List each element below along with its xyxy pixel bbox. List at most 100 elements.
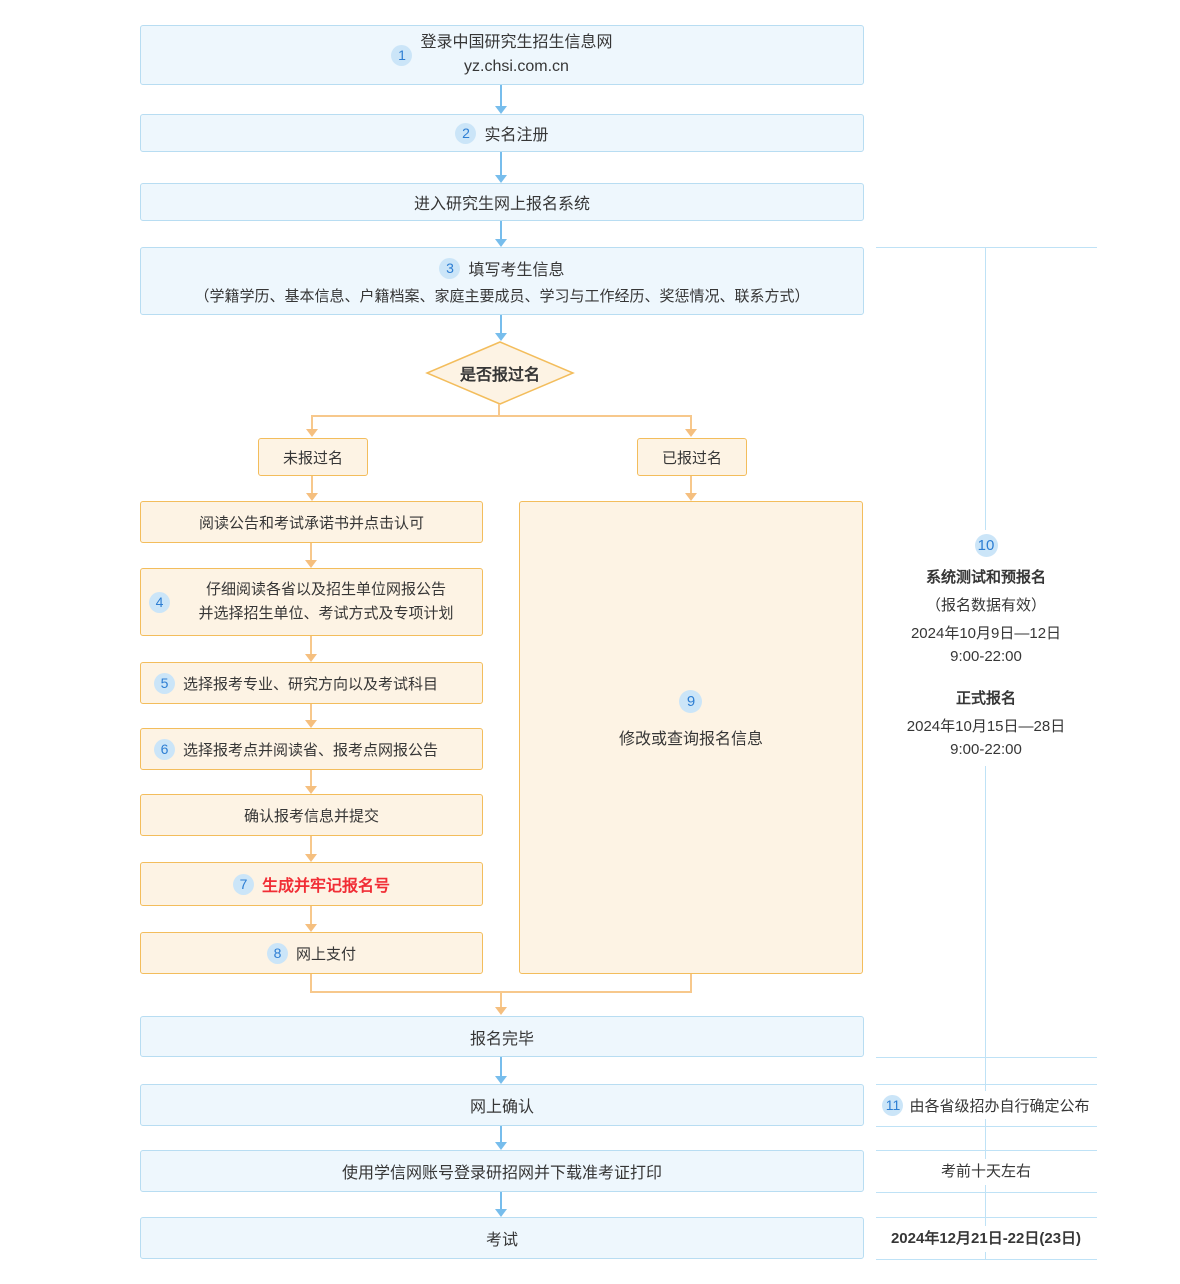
step4-badge: 4 xyxy=(149,591,170,613)
step1-line2: yz.chsi.com.cn xyxy=(464,58,569,75)
arrow-line-13 xyxy=(500,1192,502,1210)
step9-badge: 9 xyxy=(679,690,703,713)
arrow-head-no xyxy=(306,493,318,501)
branch-left-head xyxy=(306,429,318,437)
step10-note1: （报名数据有效） xyxy=(925,597,1046,614)
arrow-head-4 xyxy=(495,333,507,341)
step8-badge: 8 xyxy=(266,942,288,964)
arrow-line-4 xyxy=(500,315,502,334)
arrow-line-11 xyxy=(500,1057,502,1077)
step1-text: 登录中国研究生招生信息网 yz.chsi.com.cn xyxy=(420,31,612,79)
box-step4: 4 仔细阅读各省以及招生单位网报公告 并选择招生单位、考试方式及专项计划 xyxy=(140,568,483,636)
arrow-line-5 xyxy=(310,543,312,561)
arrow-head-7 xyxy=(305,720,317,728)
box-enter-system: 进入研究生网上报名系统 xyxy=(140,183,864,221)
box-step8: 8 网上支付 xyxy=(140,932,483,974)
box-exam: 考试 xyxy=(140,1217,864,1259)
step2-label: 实名注册 xyxy=(484,127,549,144)
timeline-hline-6 xyxy=(876,1192,1097,1193)
box-branch-yes: 已报过名 xyxy=(637,438,747,476)
step6-badge: 6 xyxy=(154,738,175,760)
timeline-hline-3 xyxy=(876,1084,1097,1085)
step6-label: 选择报考点并阅读省、报考点网报公告 xyxy=(183,741,439,759)
step5-badge: 5 xyxy=(154,672,175,694)
step1-badge: 1 xyxy=(391,44,413,66)
download-print-label: 使用学信网账号登录研招网并下载准考证打印 xyxy=(341,1165,662,1182)
step1-line1: 登录中国研究生招生信息网 xyxy=(420,34,613,51)
arrow-line-3 xyxy=(500,221,502,240)
box-read-notice: 阅读公告和考试承诺书并点击认可 xyxy=(140,501,483,543)
arrow-line-8 xyxy=(310,770,312,787)
branch-left-line xyxy=(311,415,313,430)
step10-time1: 9:00-22:00 xyxy=(950,648,1022,665)
arrow-head-11 xyxy=(495,1076,507,1084)
arrow-head-5 xyxy=(305,560,317,568)
arrow-head-2 xyxy=(495,175,507,183)
step3-title-row: 3 填写考生信息 xyxy=(439,256,565,280)
branch-yes-label: 已报过名 xyxy=(661,449,722,467)
arrow-head-13 xyxy=(495,1209,507,1217)
timeline-hline-1 xyxy=(876,247,1097,248)
box-online-confirm: 网上确认 xyxy=(140,1084,864,1126)
box-branch-no: 未报过名 xyxy=(258,438,368,476)
box-download-print: 使用学信网账号登录研招网并下载准考证打印 xyxy=(140,1150,864,1192)
arrow-line-1 xyxy=(500,85,502,107)
arrow-line-9 xyxy=(310,836,312,855)
timeline-before-exam: 考前十天左右 xyxy=(916,1159,1056,1185)
branch-no-label: 未报过名 xyxy=(282,449,343,467)
step3-subtitle: （学籍学历、基本信息、户籍档案、家庭主要成员、学习与工作经历、奖惩情况、联系方式… xyxy=(194,288,810,305)
step4-line2: 并选择招生单位、考试方式及专项计划 xyxy=(198,605,454,622)
arrow-line-7 xyxy=(310,704,312,721)
timeline-hline-5 xyxy=(876,1150,1097,1151)
step3-title: 填写考生信息 xyxy=(468,262,565,279)
step7-badge: 7 xyxy=(232,873,254,895)
confirm-submit-label: 确认报考信息并提交 xyxy=(243,807,379,825)
step10-title1: 系统测试和预报名 xyxy=(925,569,1046,586)
timeline-hline-8 xyxy=(876,1259,1097,1260)
arrow-head-12 xyxy=(495,1142,507,1150)
step2-badge: 2 xyxy=(455,122,477,144)
arrow-line-no xyxy=(311,476,313,494)
arrow-line-yes xyxy=(690,476,692,494)
arrow-head-yes xyxy=(685,493,697,501)
timeline-hline-4 xyxy=(876,1126,1097,1127)
step10-badge: 10 xyxy=(974,534,998,557)
timeline-step11-block: 11 由各省级招办自行确定公布 xyxy=(878,1091,1094,1119)
step10-time2: 9:00-22:00 xyxy=(950,741,1022,758)
merge-left-line xyxy=(310,974,312,993)
step11-label: 由各省级招办自行确定公布 xyxy=(909,1097,1090,1115)
box-step1-login: 1 登录中国研究生招生信息网 yz.chsi.com.cn xyxy=(140,25,864,85)
finish-label: 报名完毕 xyxy=(469,1030,534,1048)
merge-head xyxy=(495,1007,507,1015)
box-step2-register: 2 实名注册 xyxy=(140,114,864,152)
box-step3-fill-info: 3 填写考生信息 （学籍学历、基本信息、户籍档案、家庭主要成员、学习与工作经历、… xyxy=(140,247,864,315)
box-finish: 报名完毕 xyxy=(140,1016,864,1057)
box-step7: 7 生成并牢记报名号 xyxy=(140,862,483,906)
box-confirm-submit: 确认报考信息并提交 xyxy=(140,794,483,836)
timeline-hline-2 xyxy=(876,1057,1097,1058)
step4-text: 仔细阅读各省以及招生单位网报公告 并选择招生单位、考试方式及专项计划 xyxy=(178,578,474,626)
online-confirm-label: 网上确认 xyxy=(469,1099,534,1116)
arrow-line-6 xyxy=(310,636,312,655)
branch-right-head xyxy=(685,429,697,437)
step10-date1: 2024年10月9日—12日 xyxy=(910,625,1062,642)
enter-system-label: 进入研究生网上报名系统 xyxy=(413,196,590,213)
arrow-head-9 xyxy=(305,854,317,862)
step3-badge: 3 xyxy=(439,257,461,279)
step8-label: 网上支付 xyxy=(295,945,356,963)
decision-diamond xyxy=(425,341,575,405)
exam-label: 考试 xyxy=(485,1232,518,1249)
merge-right-line xyxy=(690,974,692,993)
read-notice-label: 阅读公告和考试承诺书并点击认可 xyxy=(198,514,424,532)
branch-stem xyxy=(498,404,500,416)
branch-right-line xyxy=(690,415,692,430)
step7-label: 生成并牢记报名号 xyxy=(261,878,390,895)
box-step6: 6 选择报考点并阅读省、报考点网报公告 xyxy=(140,728,483,770)
arrow-line-12 xyxy=(500,1126,502,1143)
arrow-head-3 xyxy=(495,239,507,247)
step10-title2: 正式报名 xyxy=(955,690,1016,707)
merge-stem xyxy=(500,991,502,1008)
timeline-hline-7 xyxy=(876,1217,1097,1218)
arrow-line-10 xyxy=(310,906,312,925)
